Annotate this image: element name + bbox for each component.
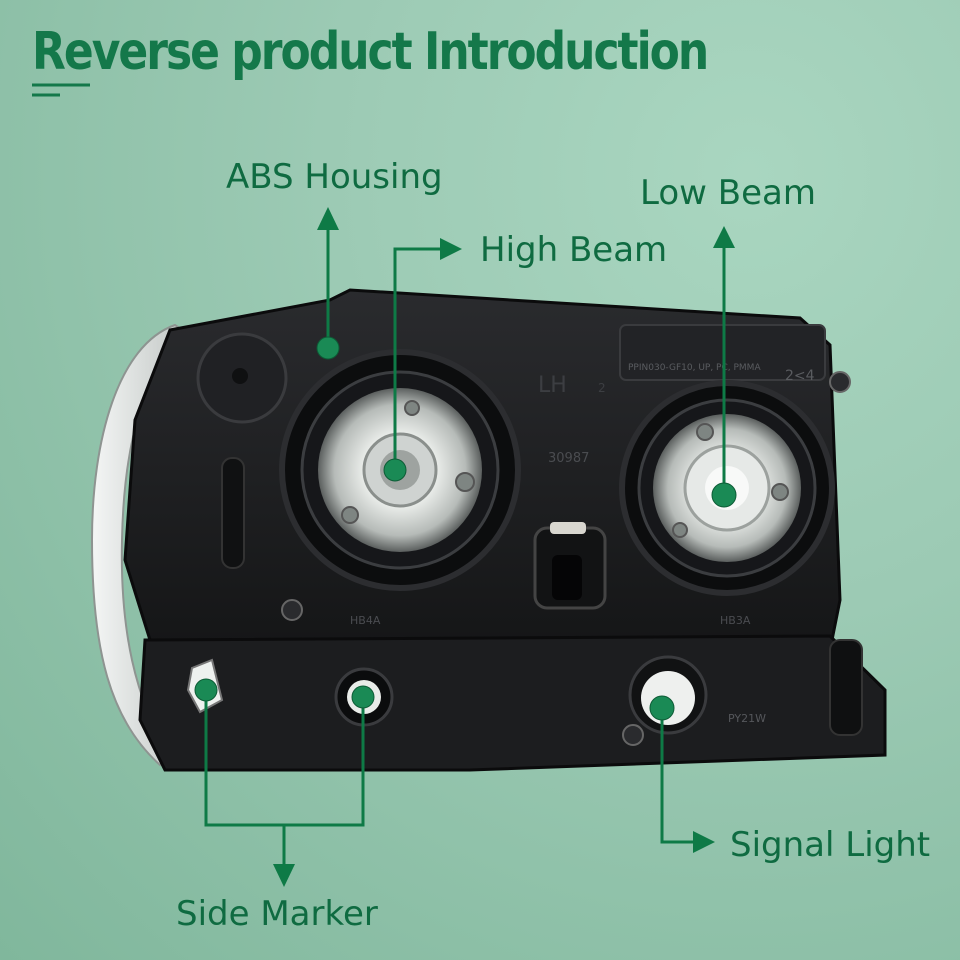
signal-bulb-marking: PY21W — [728, 712, 766, 725]
power-connector — [533, 522, 607, 610]
signal-light-socket — [628, 655, 708, 735]
high-beam-label: High Beam — [480, 230, 668, 270]
screw-icon — [281, 371, 851, 746]
low-beam-label: Low Beam — [640, 173, 816, 213]
page-title: Reverse product Introduction — [32, 22, 709, 83]
part-code: 30987 — [548, 451, 589, 466]
lower-housing — [138, 634, 887, 772]
bulb-right-marking: HB3A — [720, 614, 751, 627]
lh-sub-marking: 2 — [598, 381, 606, 395]
title-underline — [32, 83, 90, 97]
callout-lines — [204, 222, 726, 870]
callout-dots — [194, 336, 737, 721]
lh-marking: LH — [538, 373, 567, 398]
signal-light-label: Signal Light — [730, 825, 931, 865]
callout-arrows — [273, 207, 735, 887]
abs-housing-label: ABS Housing — [226, 157, 443, 197]
side-marker-label: Side Marker — [176, 894, 378, 934]
arrow-marking: 2<4 — [785, 368, 815, 384]
material-marking: PPIN030-GF10, UP, PC, PMMA — [628, 363, 761, 373]
bulb-left-marking: HB4A — [350, 614, 381, 627]
